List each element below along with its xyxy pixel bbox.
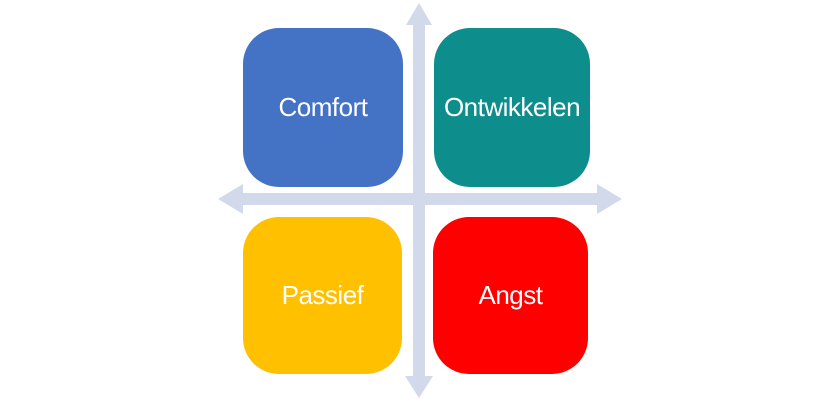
quadrant-ontwikkelen: Ontwikkelen — [434, 28, 590, 187]
quadrant-passief: Passief — [243, 217, 402, 374]
quadrant-comfort: Comfort — [243, 28, 403, 187]
quadrant-ontwikkelen-label: Ontwikkelen — [443, 92, 581, 122]
vertical-axis-arrow — [405, 3, 433, 398]
quadrant-angst: Angst — [433, 217, 588, 374]
quadrant-angst-label: Angst — [478, 280, 544, 310]
quadrant-passief-label: Passief — [281, 280, 364, 310]
quadrant-comfort-label: Comfort — [278, 92, 368, 122]
